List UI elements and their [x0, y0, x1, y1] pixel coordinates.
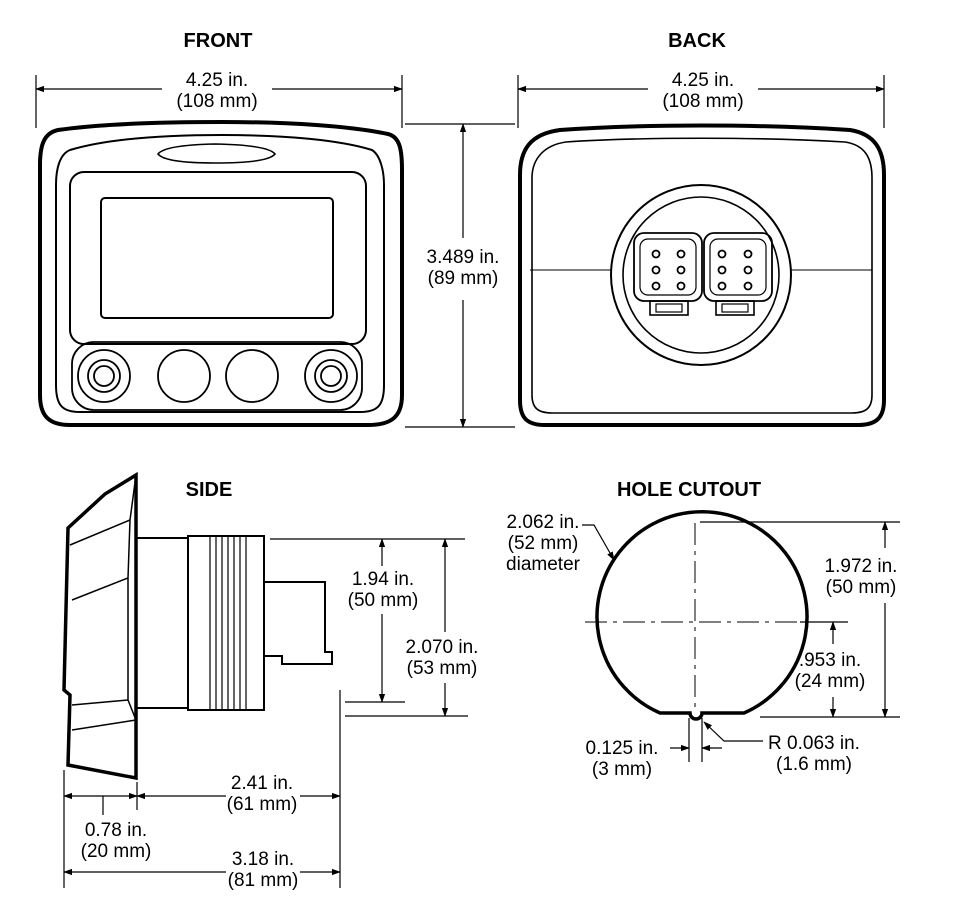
hole-diameter-mm: (52 mm) [507, 533, 579, 554]
back-outer-housing [518, 123, 886, 427]
hole-height-mm: (50 mm) [825, 577, 897, 598]
side-total-height-label: 2.070 in. (53 mm) [406, 637, 479, 679]
hole-center-to-flat-in: .953 in. [798, 650, 862, 671]
hole-diameter-label: 2.062 in. (52 mm) diameter [506, 512, 580, 575]
hole-height-label: 1.972 in. (50 mm) [825, 556, 898, 598]
side-total-height-in: 2.070 in. [405, 637, 479, 658]
height-label: 3.489 in. (89 mm) [427, 247, 500, 289]
hole-dimensions [582, 521, 900, 762]
back-mount-boss-inner [622, 196, 780, 354]
heading-front: FRONT [183, 30, 253, 52]
side-body-height-in: 1.94 in. [351, 569, 415, 590]
front-inner-bezel [55, 133, 385, 413]
heading-back: BACK [668, 30, 726, 52]
side-body-height-mm: (50 mm) [347, 590, 419, 611]
front-width-dimension [35, 75, 403, 128]
height-in: 3.489 in. [426, 247, 500, 268]
side-body-depth-label: 2.41 in. (61 mm) [227, 773, 298, 815]
back-width-label: 4.25 in. (108 mm) [662, 70, 743, 112]
front-screen-frame [69, 171, 367, 345]
side-bezel-depth-mm: (20 mm) [80, 841, 152, 862]
hole-cutout-view [585, 510, 809, 721]
side-thread-lines [209, 536, 247, 710]
front-outer-housing [38, 119, 404, 427]
side-body-depth-in: 2.41 in. [230, 773, 294, 794]
back-connector-left [633, 232, 703, 316]
side-body-height-label: 1.94 in. (50 mm) [348, 569, 419, 611]
front-left-knob [77, 349, 131, 403]
notch-width-in: 0.125 in. [585, 738, 659, 759]
notch-radius-label: R 0.063 in. (1.6 mm) [768, 733, 860, 775]
front-right-knob [304, 349, 358, 403]
front-top-light-lens [156, 143, 277, 164]
side-total-depth-label: 3.18 in. (81 mm) [228, 849, 299, 891]
hole-cutout-outline [595, 510, 809, 721]
side-total-depth-mm: (81 mm) [227, 870, 299, 891]
front-width-mm: (108 mm) [176, 91, 258, 112]
hole-diameter-in: 2.062 in. [506, 512, 580, 533]
side-total-height-mm: (53 mm) [406, 658, 478, 679]
side-bezel-depth-label: 0.78 in. (20 mm) [81, 820, 152, 862]
back-width-in: 4.25 in. [671, 70, 735, 91]
side-bezel-depth-in: 0.78 in. [84, 820, 148, 841]
front-button-left [157, 349, 211, 403]
notch-width-label: 0.125 in. (3 mm) [586, 738, 659, 780]
side-body-depth-mm: (61 mm) [226, 794, 298, 815]
back-width-mm: (108 mm) [662, 91, 744, 112]
front-width-in: 4.25 in. [185, 70, 249, 91]
front-view [38, 119, 404, 427]
side-threaded-ring [187, 535, 265, 711]
front-display [100, 197, 334, 319]
side-height-dimensions [270, 538, 468, 717]
heading-side: SIDE [185, 479, 233, 501]
hole-diameter-note: diameter [506, 554, 580, 575]
side-bezel-inner [69, 474, 138, 731]
notch-radius-in: R 0.063 in. [768, 733, 860, 754]
notch-width-mm: (3 mm) [591, 759, 653, 780]
side-rear-step [263, 540, 333, 706]
side-view [62, 471, 333, 781]
height-mm: (89 mm) [427, 268, 499, 289]
back-mount-boss-outer [610, 184, 792, 366]
height-dimension [405, 123, 515, 428]
heading-hole-cutout: HOLE CUTOUT [616, 479, 762, 501]
back-view [518, 123, 886, 427]
notch-radius-mm: (1.6 mm) [776, 754, 852, 775]
back-width-dimension [517, 75, 885, 128]
front-button-panel [71, 341, 363, 411]
side-body-neck [135, 537, 189, 709]
side-depth-dimensions [63, 690, 341, 888]
back-inner-outline [531, 137, 873, 414]
hole-center-to-flat-label: .953 in. (24 mm) [795, 650, 866, 692]
front-button-right [225, 349, 279, 403]
back-connector-right [703, 232, 773, 316]
front-width-label: 4.25 in. (108 mm) [176, 70, 257, 112]
side-bezel [62, 471, 138, 781]
hole-height-in: 1.972 in. [824, 556, 898, 577]
hole-center-to-flat-mm: (24 mm) [794, 671, 866, 692]
side-total-depth-in: 3.18 in. [231, 849, 295, 870]
